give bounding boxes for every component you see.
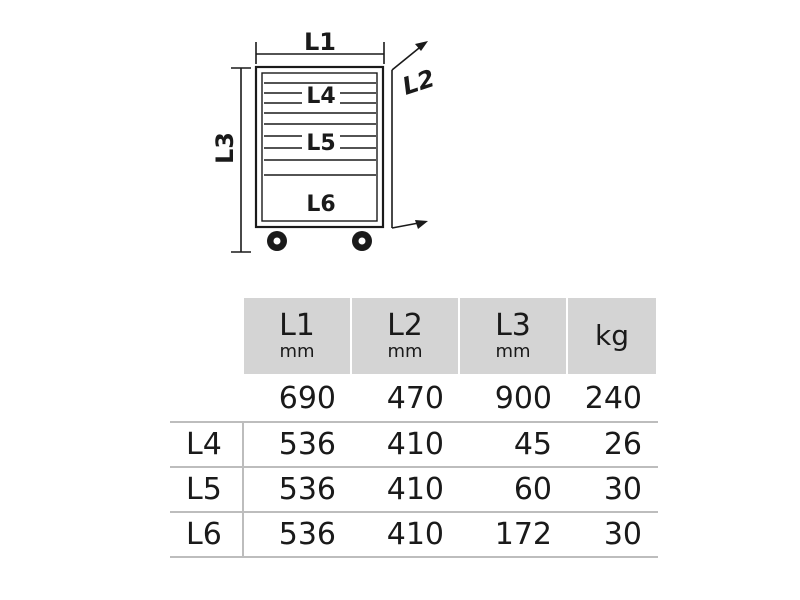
cell-l6-kg: 30	[566, 511, 658, 558]
row-label-l6: L6	[170, 511, 244, 558]
wheels	[267, 231, 372, 251]
cell-total-l3: 900	[458, 374, 568, 423]
header-l2: L2 mm	[350, 296, 460, 376]
header-l1-title: L1	[279, 308, 315, 343]
header-kg: kg	[566, 296, 658, 376]
l1-dimension	[255, 42, 385, 64]
cabinet-diagram: L1 L3 L4 L5 L6	[211, 28, 438, 253]
cell-l6-l3: 172	[458, 511, 568, 558]
l2-label: L2	[399, 64, 438, 101]
cell-l5-kg: 30	[566, 466, 658, 513]
header-l3-unit: mm	[495, 341, 531, 362]
l6-label: L6	[306, 192, 335, 217]
cabinet-body	[254, 65, 385, 229]
header-l1-unit: mm	[279, 341, 315, 362]
header-kg-title: kg	[595, 319, 629, 352]
l5-label: L5	[306, 131, 335, 156]
table-row: 690 470 900 240	[171, 374, 658, 423]
table-row: L4 536 410 45 26	[170, 421, 658, 468]
cell-l4-l2: 410	[350, 421, 460, 468]
cell-total-kg: 240	[566, 374, 658, 423]
cell-l5-l2: 410	[350, 466, 460, 513]
cell-l5-l3: 60	[458, 466, 568, 513]
l3-dimension	[231, 67, 251, 253]
cell-l5-l1: 536	[242, 466, 352, 513]
table-row: L6 536 410 172 30	[170, 511, 658, 558]
l4-label: L4	[306, 84, 335, 109]
header-l1: L1 mm	[242, 296, 352, 376]
table-header-row: L1 mm L2 mm L3 mm kg	[170, 296, 658, 376]
row-label-empty	[171, 374, 244, 423]
header-corner	[170, 296, 244, 376]
l3-label: L3	[211, 132, 239, 164]
header-l3: L3 mm	[458, 296, 568, 376]
l1-label: L1	[304, 28, 336, 56]
table-row: L5 536 410 60 30	[170, 466, 658, 513]
header-l2-unit: mm	[387, 341, 423, 362]
header-l2-title: L2	[387, 308, 423, 343]
cell-total-l1: 690	[242, 374, 352, 423]
cell-l6-l1: 536	[242, 511, 352, 558]
row-label-l5: L5	[170, 466, 244, 513]
cell-l6-l2: 410	[350, 511, 460, 558]
cell-l4-l3: 45	[458, 421, 568, 468]
l2-arrowheads	[415, 41, 428, 229]
row-label-l4: L4	[170, 421, 244, 468]
cell-l4-kg: 26	[566, 421, 658, 468]
cell-l4-l1: 536	[242, 421, 352, 468]
header-l3-title: L3	[495, 308, 531, 343]
dimensions-table: L1 mm L2 mm L3 mm kg 690 470 900 240 L4 …	[170, 296, 658, 558]
cell-total-l2: 470	[350, 374, 460, 423]
